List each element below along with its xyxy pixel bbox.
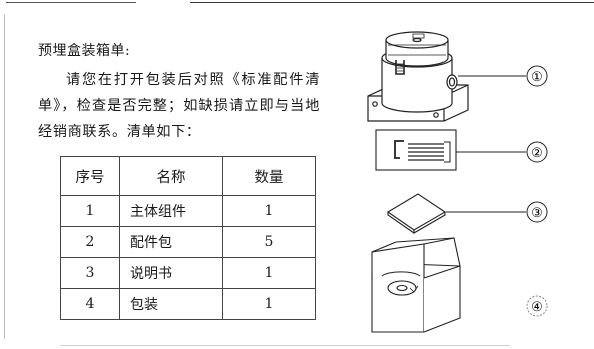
column-header-quantity: 数量	[222, 156, 316, 196]
table-row: 4 包装 1	[60, 288, 316, 320]
callout-circles	[526, 65, 548, 317]
table-row: 1 主体组件 1	[60, 195, 316, 227]
column-header-name: 名称	[119, 156, 223, 196]
top-rule-left	[6, 2, 136, 3]
cell-name: 主体组件	[119, 195, 223, 227]
table-row: 3 说明书 1	[60, 257, 316, 289]
top-frame-rule	[0, 0, 594, 8]
cell-name: 包装	[119, 288, 223, 320]
accessory-pack-drawing	[375, 129, 457, 171]
cell-number: 2	[60, 226, 120, 258]
packing-list-table: 序号 名称 数量 1 主体组件 1 2 配件包 5 3 说明书 1 4 包装 1	[60, 156, 316, 320]
callout-leaders	[446, 75, 526, 213]
packing-box-drawing	[371, 237, 461, 333]
cell-number: 1	[60, 195, 120, 227]
component-illustrations: ① ② ③ ④	[367, 31, 548, 333]
bottom-frame-rule	[60, 345, 510, 346]
callout-4: ④	[531, 300, 543, 315]
cell-quantity: 1	[222, 288, 316, 320]
packing-list-heading: 预埋盒装箱单:	[38, 43, 131, 59]
cell-number: 3	[60, 257, 120, 289]
table-row: 2 配件包 5	[60, 226, 316, 258]
cell-quantity: 1	[222, 257, 316, 289]
main-assembly-drawing	[367, 31, 469, 122]
cell-name: 配件包	[119, 226, 223, 258]
manual-drawing	[386, 193, 447, 234]
callout-2: ②	[531, 146, 543, 161]
intro-paragraph: 请您在打开包装后对照《标准配件清单》，检查是否完整；如缺损请立即与当地经销商联系…	[38, 72, 320, 140]
cell-number: 4	[60, 288, 120, 320]
column-header-number: 序号	[60, 156, 120, 196]
callout-1: ①	[531, 70, 543, 85]
cell-name: 说明书	[119, 257, 223, 289]
cell-quantity: 5	[222, 226, 316, 258]
top-rule-right	[190, 2, 594, 3]
table-header-row: 序号 名称 数量	[60, 156, 316, 196]
callout-3: ③	[531, 206, 543, 221]
left-frame-rule	[4, 14, 5, 339]
cell-quantity: 1	[222, 195, 316, 227]
